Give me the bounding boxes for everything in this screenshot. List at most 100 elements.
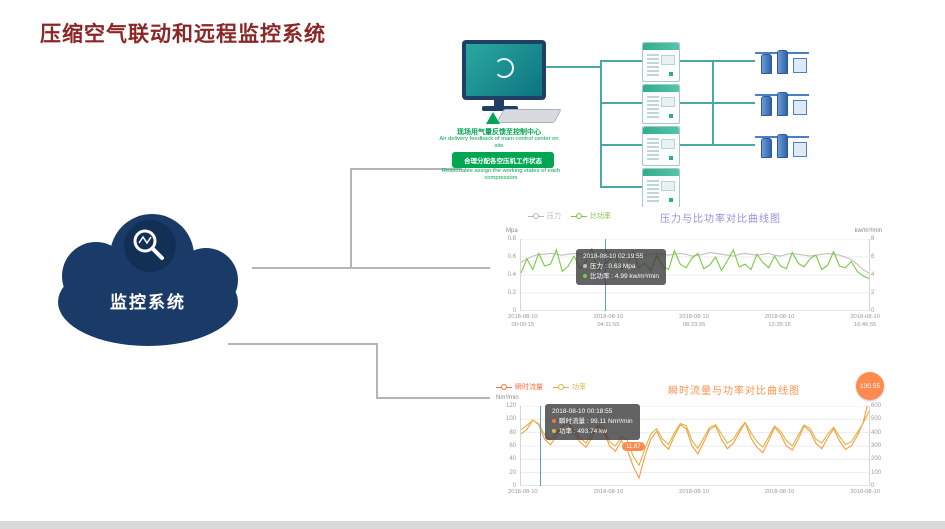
compressor-dot (669, 156, 673, 160)
line-marker-icon (553, 384, 569, 391)
chart2-left-unit: Nm³/min (496, 395, 519, 401)
air-equipment-icon (755, 90, 809, 116)
tooltip-value: 瞬时流量 : 99.11 Nm³/min (559, 418, 633, 426)
connector-line (252, 267, 490, 269)
pipe-line (678, 102, 712, 104)
monitoring-cloud: 监控系统 (30, 192, 265, 354)
compressor-panel (661, 55, 675, 65)
equipment-dryer (793, 100, 807, 115)
axis-tick: 6 (871, 254, 875, 260)
cloud-label: 监控系统 (110, 293, 186, 312)
air-equipment-icon (755, 48, 809, 74)
chart1-left-unit: Mpa (506, 228, 518, 234)
compressor-unit (642, 84, 680, 124)
axis-tick: 0.4 (507, 272, 516, 278)
axis-tick: 0 (871, 308, 875, 314)
axis-tick: 80 (509, 429, 516, 436)
pipe-line (600, 60, 602, 187)
pipe-line (600, 144, 642, 146)
pipe-line (678, 60, 712, 62)
compressor-panel (661, 97, 675, 107)
chart1-plot (520, 238, 870, 312)
chart1-svg (520, 238, 870, 312)
line-marker-icon (496, 384, 512, 391)
compressor-grill (647, 54, 659, 76)
pipe-line (600, 186, 642, 188)
compressor-dot (669, 198, 673, 202)
compressor-strip (643, 43, 679, 50)
pipe-line (600, 60, 642, 62)
pipe-line (712, 102, 755, 104)
air-equipment-icon (755, 132, 809, 158)
compressor-strip (643, 85, 679, 92)
pipe-line (546, 66, 600, 68)
line-marker-icon (571, 213, 587, 220)
axis-tick: 40 (509, 456, 516, 463)
x-axis-label: 2018-08-10 (679, 489, 709, 495)
legend-item-pressure: 压力 (528, 211, 561, 221)
equipment-tank (761, 138, 772, 158)
line-marker-icon (528, 213, 544, 220)
assign-text-en: Reasonable assign the working states of … (441, 168, 561, 182)
tooltip-row: 压力 : 0.63 Mpa (583, 262, 659, 272)
axis-tick: 100 (871, 469, 882, 476)
equipment-tank (761, 54, 772, 74)
axis-tick: 500 (871, 416, 882, 423)
axis-tick: 2 (871, 290, 875, 296)
tooltip-value: 比功率 : 4.99 kw/m³/min (590, 273, 659, 281)
axis-tick: 8 (871, 236, 875, 242)
equipment-dryer (793, 142, 807, 157)
connector-line (350, 168, 462, 170)
tooltip-row: 功率 : 493.74 kw (552, 427, 633, 437)
axis-tick: 600 (871, 403, 882, 409)
axis-tick: 100 (505, 416, 516, 423)
monitor-base (482, 106, 518, 111)
chart1-title: 压力与比功率对比曲线图 (660, 214, 781, 225)
chart1-legend: 压力 比功率 (528, 211, 611, 221)
axis-tick: 0 (871, 482, 875, 489)
compressor-strip (643, 127, 679, 134)
axis-tick: 0 (512, 308, 516, 314)
pipe-line (678, 144, 712, 146)
x-axis-label: 2018-08-10 (508, 489, 538, 495)
min-value-marker: 11.87 (622, 442, 645, 451)
axis-tick: 0.2 (507, 290, 516, 296)
page-title: 压缩空气联动和远程监控系统 (40, 23, 326, 46)
compressor-unit (642, 168, 680, 208)
equipment-dryer (793, 58, 807, 73)
monitor-logo-icon (494, 58, 514, 78)
keyboard-icon (496, 109, 562, 123)
chart2-cursor-line (540, 406, 541, 486)
tooltip-time: 2018-08-10 02:19:55 (583, 253, 644, 260)
x-axis-label: 2018-08-10 (764, 489, 795, 495)
legend-label: 功率 (572, 384, 586, 391)
footer-bar (0, 521, 945, 529)
axis-tick: 0.6 (507, 254, 516, 260)
axis-tick: 60 (509, 442, 516, 449)
assign-box: 合理分配各空压机工作状态 (452, 152, 554, 168)
cloud-shape (58, 214, 238, 346)
chart1-tooltip: 2018-08-10 02:19:55 压力 : 0.63 Mpa 比功率 : … (576, 249, 666, 286)
tooltip-value: 压力 : 0.63 Mpa (590, 263, 636, 271)
monitor-stand (494, 100, 504, 106)
series-dot-icon (552, 429, 556, 434)
tooltip-row: 瞬时流量 : 99.11 Nm³/min (552, 417, 633, 427)
tooltip-row: 比功率 : 4.99 kw/m³/min (583, 272, 659, 282)
series-dot-icon (552, 419, 556, 424)
compressor-grill (647, 138, 659, 160)
equipment-tank (777, 92, 788, 116)
chart2-legend: 瞬时流量 功率 (496, 382, 586, 392)
equipment-tank (777, 134, 788, 158)
pipe-line (600, 102, 642, 104)
feedback-text-en: Air delivery feedback of main control ce… (439, 136, 559, 150)
legend-item-power: 功率 (553, 382, 586, 392)
compressor-grill (647, 96, 659, 118)
